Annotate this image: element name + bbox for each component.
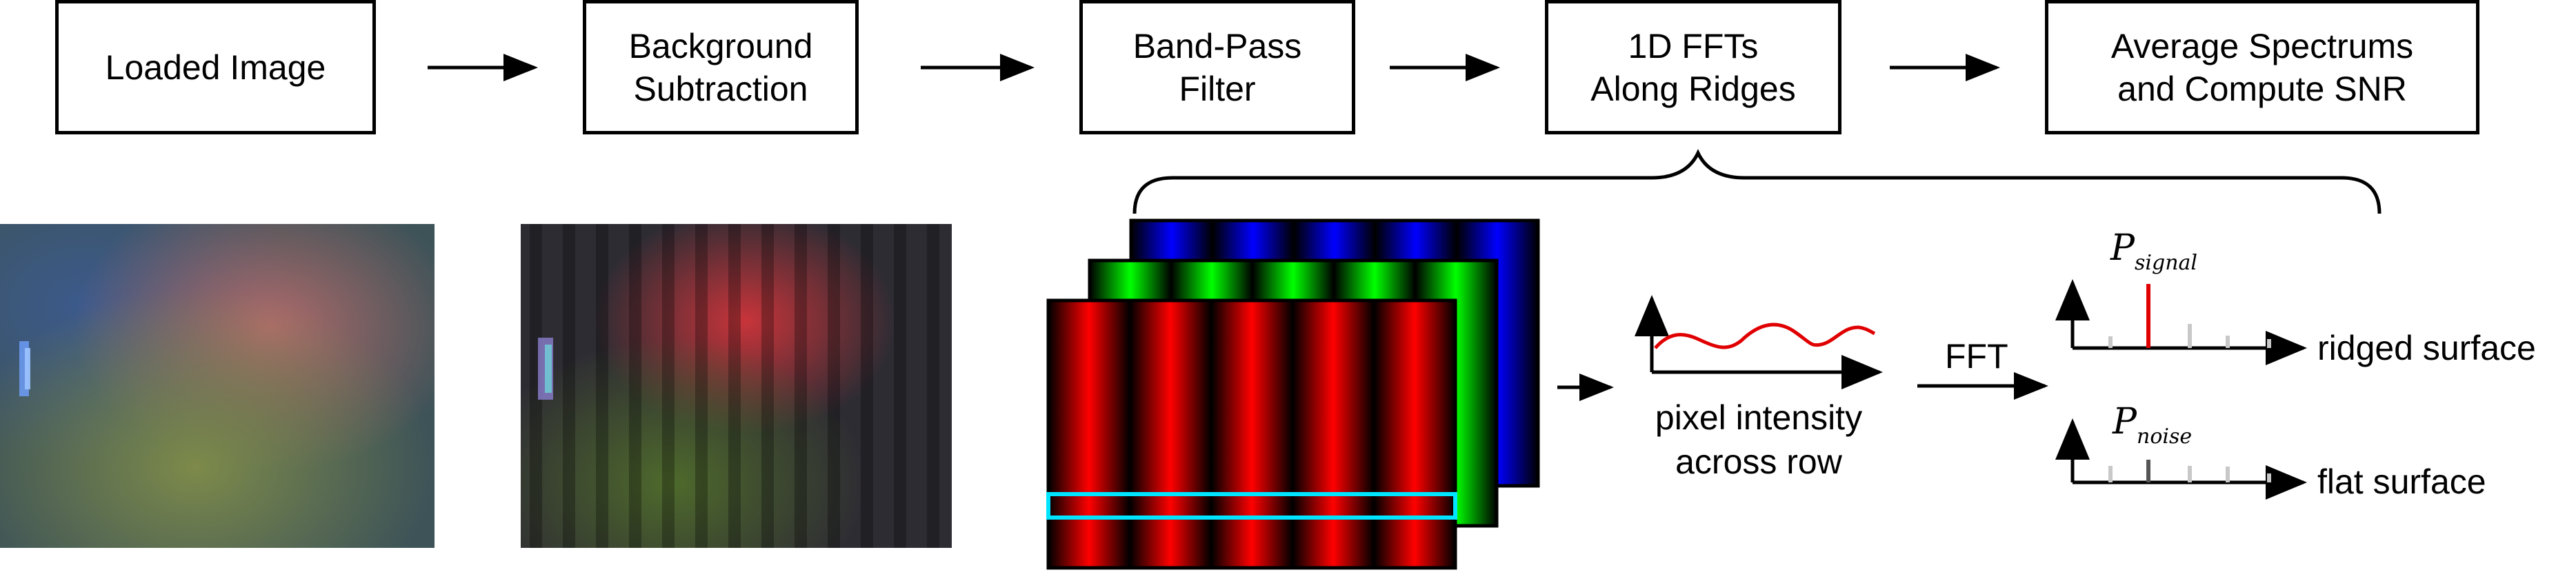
intensity-curve xyxy=(1654,323,1876,349)
ridged-surface-label: ridged surface xyxy=(2317,329,2536,367)
step-label: Average Spectrums and Compute SNR xyxy=(2110,26,2414,108)
flat-spectrum-plot xyxy=(2055,418,2307,500)
red-channel-layer xyxy=(1046,298,1457,570)
step-label: Band-Pass Filter xyxy=(1132,26,1302,108)
p-noise-main: P xyxy=(2113,401,2137,442)
p-signal-subscript: signal xyxy=(2135,251,2197,275)
step-loaded-image: Loaded Image xyxy=(55,0,376,134)
step-label: 1D FFTs Along Ridges xyxy=(1590,26,1796,108)
step-background-subtraction: Background Subtraction xyxy=(583,0,859,134)
selected-row-highlight xyxy=(1046,492,1457,520)
p-signal-main: P xyxy=(2110,227,2135,269)
intensity-plot xyxy=(1635,295,1883,389)
flat-surface-label: flat surface xyxy=(2317,462,2486,501)
step-band-pass-filter: Band-Pass Filter xyxy=(1079,0,1355,134)
p-signal-label: Psignal xyxy=(2110,227,2197,275)
intensity-caption: pixel intensity across row xyxy=(1655,398,1863,481)
p-noise-label: Pnoise xyxy=(2113,401,2192,449)
p-noise-subscript: noise xyxy=(2137,425,2193,449)
step-average-spectrums: Average Spectrums and Compute SNR xyxy=(2045,0,2479,134)
grouping-brace xyxy=(1132,149,2382,214)
ridged-spectrum-plot xyxy=(2055,279,2307,365)
background-subtracted-photo xyxy=(521,224,952,548)
step-1d-ffts: 1D FFTs Along Ridges xyxy=(1545,0,1841,134)
loaded-image-photo xyxy=(0,224,435,548)
step-label: Loaded Image xyxy=(105,48,326,87)
step-label: Background Subtraction xyxy=(628,26,813,108)
fft-label: FFT xyxy=(1945,337,2008,376)
